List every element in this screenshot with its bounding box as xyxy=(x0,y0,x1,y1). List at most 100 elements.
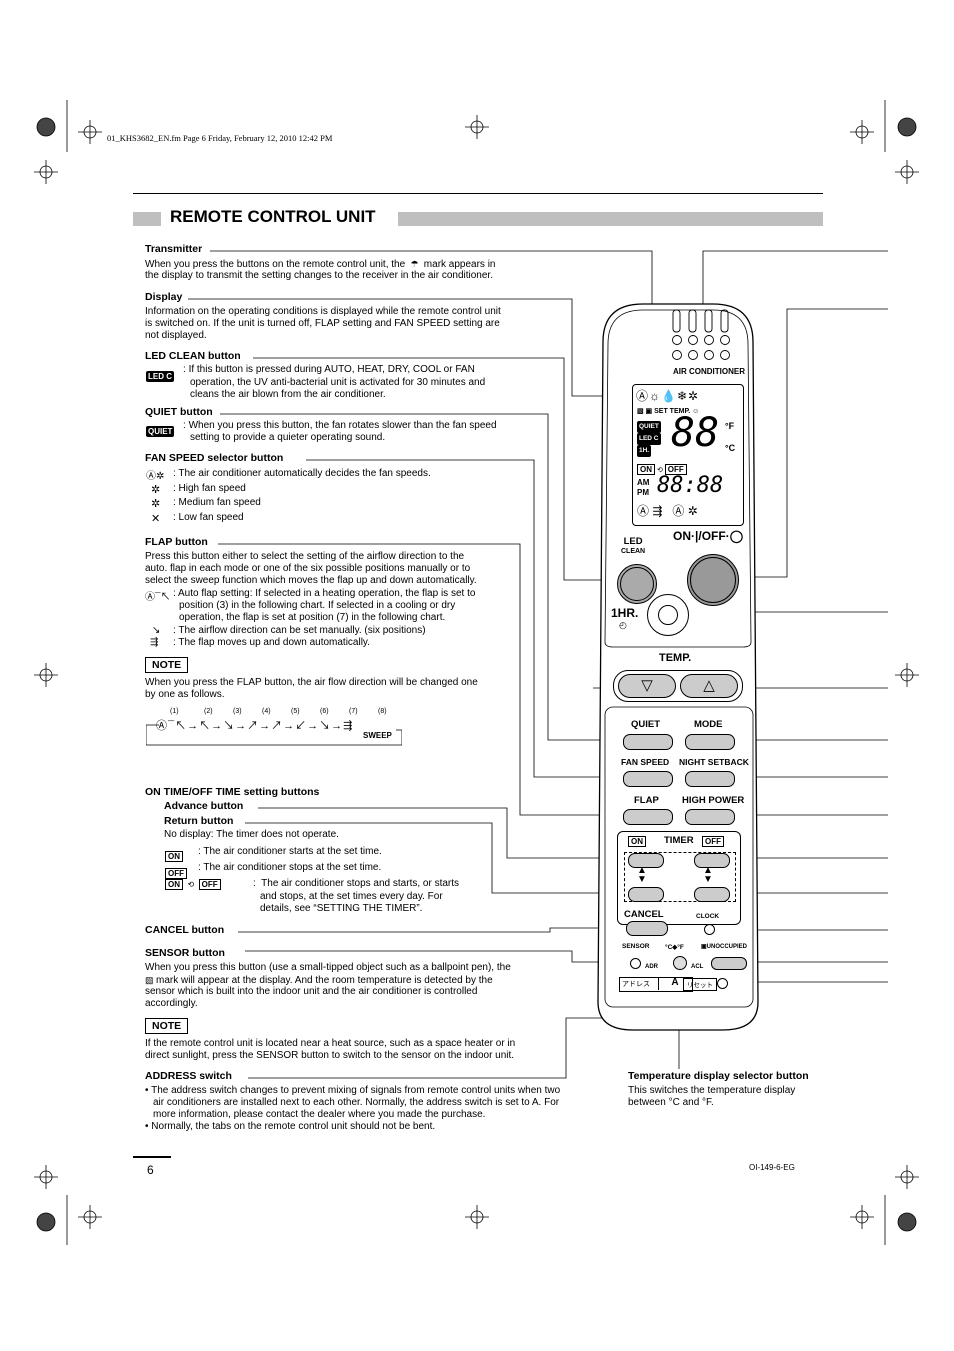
off-timer-advance-button[interactable] xyxy=(694,853,730,868)
fan-auto-icon: Ⓐ✲ xyxy=(146,471,165,482)
transmitter-text-2: the display to transmit the setting chan… xyxy=(145,270,493,281)
clean-text: CLEAN xyxy=(621,548,646,555)
one-hour-clock-icon: ◴ xyxy=(619,620,627,630)
advance-heading: Advance button xyxy=(164,800,244,812)
fan-speed-button[interactable] xyxy=(623,771,673,787)
flap-heading: FLAP button xyxy=(145,536,208,548)
lcd-off: OFF xyxy=(664,464,687,475)
led-text: LED xyxy=(623,536,643,547)
timer-label: TIMER xyxy=(664,835,694,846)
mode-button[interactable] xyxy=(685,734,735,750)
transmitter-line-1a: When you press the buttons on the remote… xyxy=(145,259,406,270)
timer-on-text: : The air conditioner starts at the set … xyxy=(198,846,382,857)
sensor-line-4: accordingly. xyxy=(145,998,198,1009)
temp-selector-line-2: between °C and °F. xyxy=(628,1097,714,1108)
transmitter-line-1b: mark appears in xyxy=(423,259,496,270)
temp-selector-line-1: This switches the temperature display xyxy=(628,1085,796,1096)
flap-line-1: Press this button either to select the s… xyxy=(145,551,465,562)
lcd-pm: PM xyxy=(637,488,649,497)
lcd-led-c: LED C xyxy=(637,433,661,445)
quiet-button[interactable] xyxy=(623,734,673,750)
flap-position: (8) xyxy=(378,708,387,715)
clock-button[interactable] xyxy=(704,924,715,935)
file-info: 01_KHS3682_EN.fm Page 6 Friday, February… xyxy=(107,133,333,143)
fan-low-icon: ✕ xyxy=(151,513,161,525)
quiet-line-2: setting to provide a quieter operating s… xyxy=(190,432,386,443)
lcd-1h: 1H. xyxy=(637,445,652,457)
timer-off-icon-label: OFF xyxy=(165,868,187,879)
address-line-3: more information, please contact the dea… xyxy=(153,1109,486,1120)
address-line-2: air conditioners are installed next to e… xyxy=(153,1097,560,1108)
flap-button[interactable] xyxy=(623,809,673,825)
timer-off-text: : The air conditioner stops at the set t… xyxy=(198,862,382,873)
remote-control: AIR CONDITIONER Ⓐ☼💧❄✲ ▧ ▣ SET TEMP. ☺ QU… xyxy=(593,302,763,1032)
section-bar-left xyxy=(133,212,161,226)
unoccupied-button[interactable] xyxy=(711,957,747,970)
display-line-3: not displayed. xyxy=(145,330,207,341)
temp-up-button[interactable]: △ xyxy=(680,674,738,698)
sensor-btn-label: SENSOR xyxy=(622,943,650,950)
display-heading: Display xyxy=(145,291,183,303)
temp-label: TEMP. xyxy=(659,652,692,664)
set-temp-label: SET TEMP. xyxy=(654,408,691,415)
flap-position: (4) xyxy=(262,708,271,715)
high-power-button[interactable] xyxy=(685,809,735,825)
page-number-rule xyxy=(133,1156,171,1158)
temp-down-button[interactable]: ▽ xyxy=(618,674,676,698)
lcd-am: AM xyxy=(637,478,650,487)
flap-sweep-text: : The flap moves up and down automatical… xyxy=(173,637,370,648)
flap-auto-line-1: : Auto flap setting: If selected in a he… xyxy=(173,588,476,599)
transmitter-text-1: When you press the buttons on the remote… xyxy=(145,258,496,272)
off-timer-return-button[interactable] xyxy=(694,887,730,902)
quiet-text-1: When you press this button, the fan rota… xyxy=(188,420,497,431)
address-line-1: • The address switch changes to prevent … xyxy=(145,1085,561,1096)
address-a-label: A xyxy=(658,977,691,990)
flap-sweep-icon: ⇶ xyxy=(150,637,159,648)
on-timer-return-button[interactable] xyxy=(628,887,664,902)
temp-display-selector-button[interactable] xyxy=(673,956,687,970)
reset-button[interactable] xyxy=(717,978,728,989)
flap-position: (5) xyxy=(291,708,300,715)
led-clean-icon: LED C xyxy=(146,366,174,384)
timer-both-line-1: : The air conditioner stops and starts, … xyxy=(253,878,460,889)
cancel-button[interactable] xyxy=(626,921,668,936)
fan-auto-text: : The air conditioner automatically deci… xyxy=(173,468,431,479)
timer-cycle-icon: ⟲ xyxy=(185,880,197,889)
led-clean-line-1: : If this button is pressed during AUTO,… xyxy=(183,364,475,375)
timer-on-tag-label: ON xyxy=(628,836,646,847)
address-switch[interactable]: アドレス A xyxy=(619,977,693,992)
page-number: 6 xyxy=(147,1163,154,1177)
brand-label: AIR CONDITIONER xyxy=(673,367,745,376)
quiet-icon-label: QUIET xyxy=(146,426,175,437)
flap-return-line xyxy=(146,724,402,746)
timer-both-line-2: and stops, at the set times every day. F… xyxy=(260,891,443,902)
timer-no-display: No display: The timer does not operate. xyxy=(164,829,339,840)
note1-line-2: by one as follows. xyxy=(145,689,225,700)
timer-dashed-frame xyxy=(624,852,736,902)
lcd-timer-icons: ON ⟲ OFF xyxy=(637,464,687,475)
section-title: REMOTE CONTROL UNIT xyxy=(170,207,376,226)
lcd-deg-c: °C xyxy=(725,443,736,453)
one-hour-button[interactable] xyxy=(658,605,678,625)
on-timer-advance-button[interactable] xyxy=(628,853,664,868)
sensor-line-3: sensor which is built into the indoor un… xyxy=(145,986,478,997)
sensor-button[interactable] xyxy=(630,958,641,969)
night-setback-button[interactable] xyxy=(685,771,735,787)
flap-btn-label: FLAP xyxy=(634,795,659,806)
document-code: OI-149-6-EG xyxy=(749,1163,795,1172)
flap-manual-icon: ↘ xyxy=(152,625,161,636)
on-timer-arrows: ▲▼ xyxy=(637,865,647,885)
cf-btn-label: °C◆°F xyxy=(665,944,684,951)
led-clean-button[interactable] xyxy=(617,564,657,604)
fan-low-text: : Low fan speed xyxy=(173,512,244,523)
flap-position: (1) xyxy=(170,708,179,715)
acl-label: ACL xyxy=(691,964,704,970)
on-off-button[interactable] xyxy=(687,554,739,606)
lcd-deg-f: °F xyxy=(725,421,735,431)
remote-body xyxy=(597,303,759,1031)
quiet-heading: QUIET button xyxy=(145,406,213,418)
timer-both-text-1: The air conditioner stops and starts, or… xyxy=(261,878,460,889)
